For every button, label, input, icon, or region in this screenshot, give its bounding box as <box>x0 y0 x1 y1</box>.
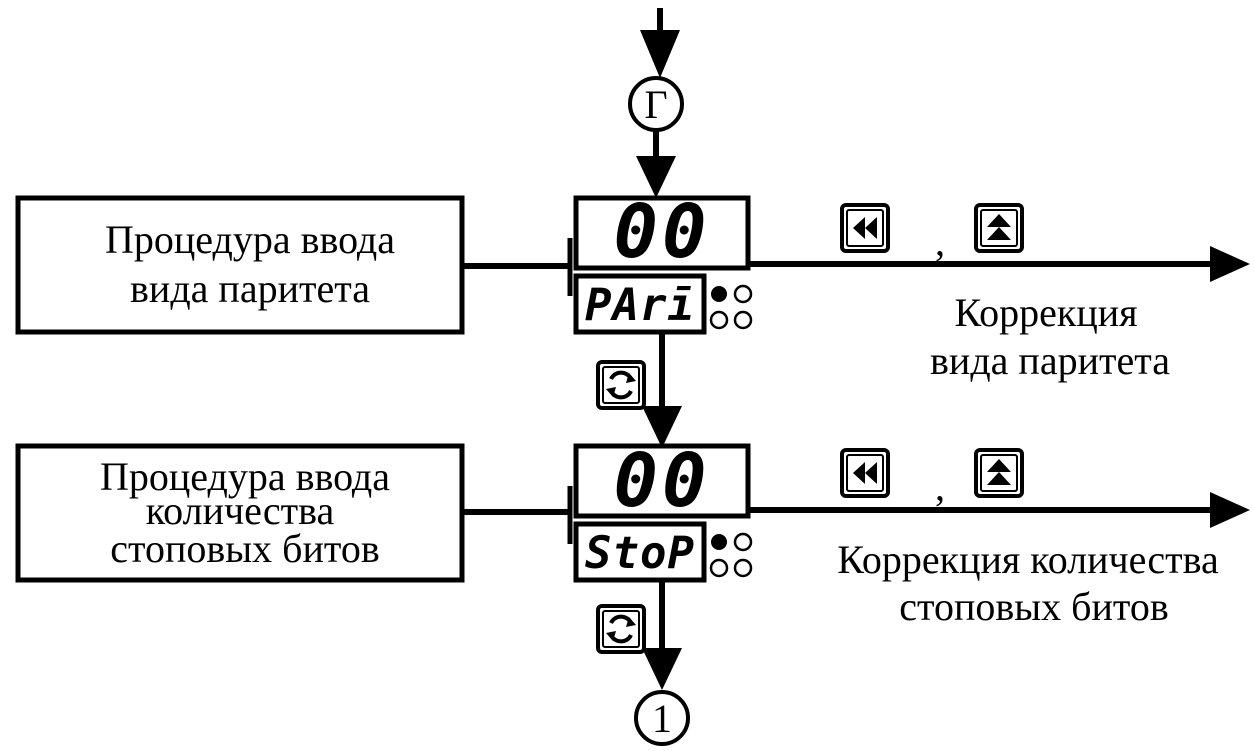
cycle-button-icon <box>596 604 646 654</box>
up-button-icon <box>974 203 1024 253</box>
cycle-button-icon <box>596 360 646 410</box>
led-off-icon <box>733 284 753 304</box>
display-2-code: StoP <box>585 528 695 579</box>
display-2: 00 StoP <box>573 438 751 583</box>
led-off-icon <box>733 532 753 552</box>
led-off-icon <box>709 558 729 578</box>
key-separator-1: , <box>935 219 945 264</box>
display-2-value: 00 <box>613 438 710 524</box>
procedure-parity-line-2: вида паритета <box>130 266 370 311</box>
led-on-icon <box>711 286 727 302</box>
procedure-stopbits-line-3: стоповых битов <box>110 526 379 571</box>
correction-stopbits-line-2: стоповых битов <box>899 584 1168 629</box>
connector-bottom: 1 <box>634 690 690 746</box>
rewind-button-icon <box>840 203 890 253</box>
key-separator-2: , <box>935 464 945 509</box>
arrow-to-connector-bottom <box>642 580 682 690</box>
correction-parity-line-1: Коррекция <box>954 290 1137 335</box>
connector-top: Г <box>628 76 684 132</box>
correction-stopbits-line-1: Коррекция количества <box>837 537 1219 582</box>
display-1-code: PArī <box>585 280 695 331</box>
correction-parity-line-2: вида паритета <box>930 338 1170 383</box>
display-1: 00 PArī <box>573 189 751 335</box>
arrow-to-display-1 <box>636 130 676 198</box>
connector-bottom-label: 1 <box>652 696 672 741</box>
top-entry-arrow <box>640 8 680 78</box>
up-button-icon <box>974 448 1024 498</box>
connector-top-label: Г <box>644 82 667 127</box>
led-on-icon <box>711 534 727 550</box>
procedure-stopbits-line-1: Процедура ввода <box>100 454 390 499</box>
rewind-button-icon <box>840 448 890 498</box>
display-1-value: 00 <box>613 189 710 275</box>
led-off-icon <box>733 558 753 578</box>
procedure-stopbits-line-2: количества <box>146 488 335 533</box>
procedure-parity-line-1: Процедура ввода <box>105 217 395 262</box>
procedure-box-parity: Процедура ввода вида паритета <box>15 195 465 335</box>
procedure-box-stopbits: Процедура ввода количества стоповых бито… <box>15 443 465 583</box>
led-off-icon <box>709 310 729 330</box>
display-1-leds <box>709 284 753 330</box>
arrow-to-display-2 <box>642 332 682 448</box>
display-2-leds <box>709 532 753 578</box>
led-off-icon <box>733 310 753 330</box>
